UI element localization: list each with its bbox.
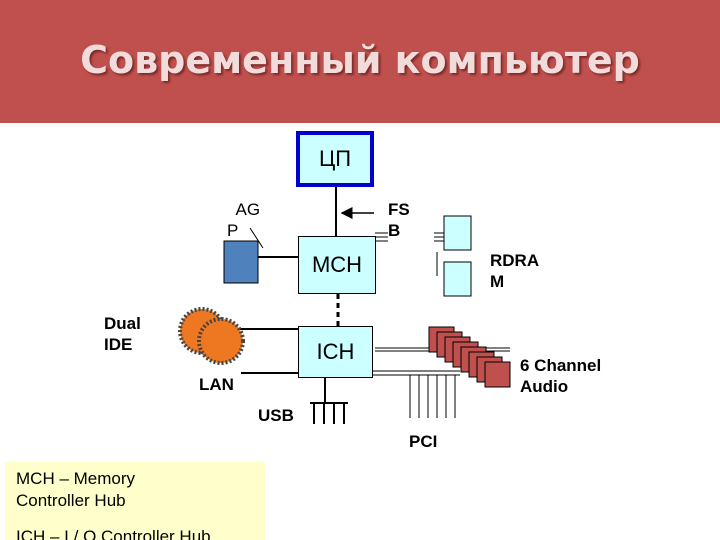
- cpu-box: ЦП: [296, 131, 374, 187]
- audio-chip-icon: [428, 326, 511, 388]
- legend-note: MCH – Memory Controller Hub ICH – I / O …: [5, 462, 265, 540]
- title-bar: [0, 0, 720, 123]
- mch-box: MCH: [298, 236, 376, 294]
- dual-ide-label: Dual IDE: [98, 313, 176, 357]
- legend-mch-line1: MCH – Memory: [16, 469, 136, 488]
- ide-disk-icon: [178, 307, 245, 365]
- legend-mch-line2: Controller Hub: [16, 491, 126, 510]
- lan-label: LAN: [195, 374, 243, 398]
- agp-card-icon: [223, 240, 259, 284]
- legend-ich-line: ICH – I / O Controller Hub: [16, 527, 211, 540]
- slide-title: Современный компьютер: [80, 38, 640, 82]
- fsb-label: FS B: [388, 199, 434, 243]
- rdram-label: RDRA M: [484, 250, 562, 294]
- usb-label: USB: [253, 405, 305, 429]
- agp-label: AG P: [227, 200, 261, 240]
- rdram-module-icon: [443, 215, 472, 297]
- pci-label: PCI: [403, 427, 553, 456]
- audio-label: 6 Channel Audio: [514, 355, 662, 401]
- ich-box: ICH: [298, 326, 373, 378]
